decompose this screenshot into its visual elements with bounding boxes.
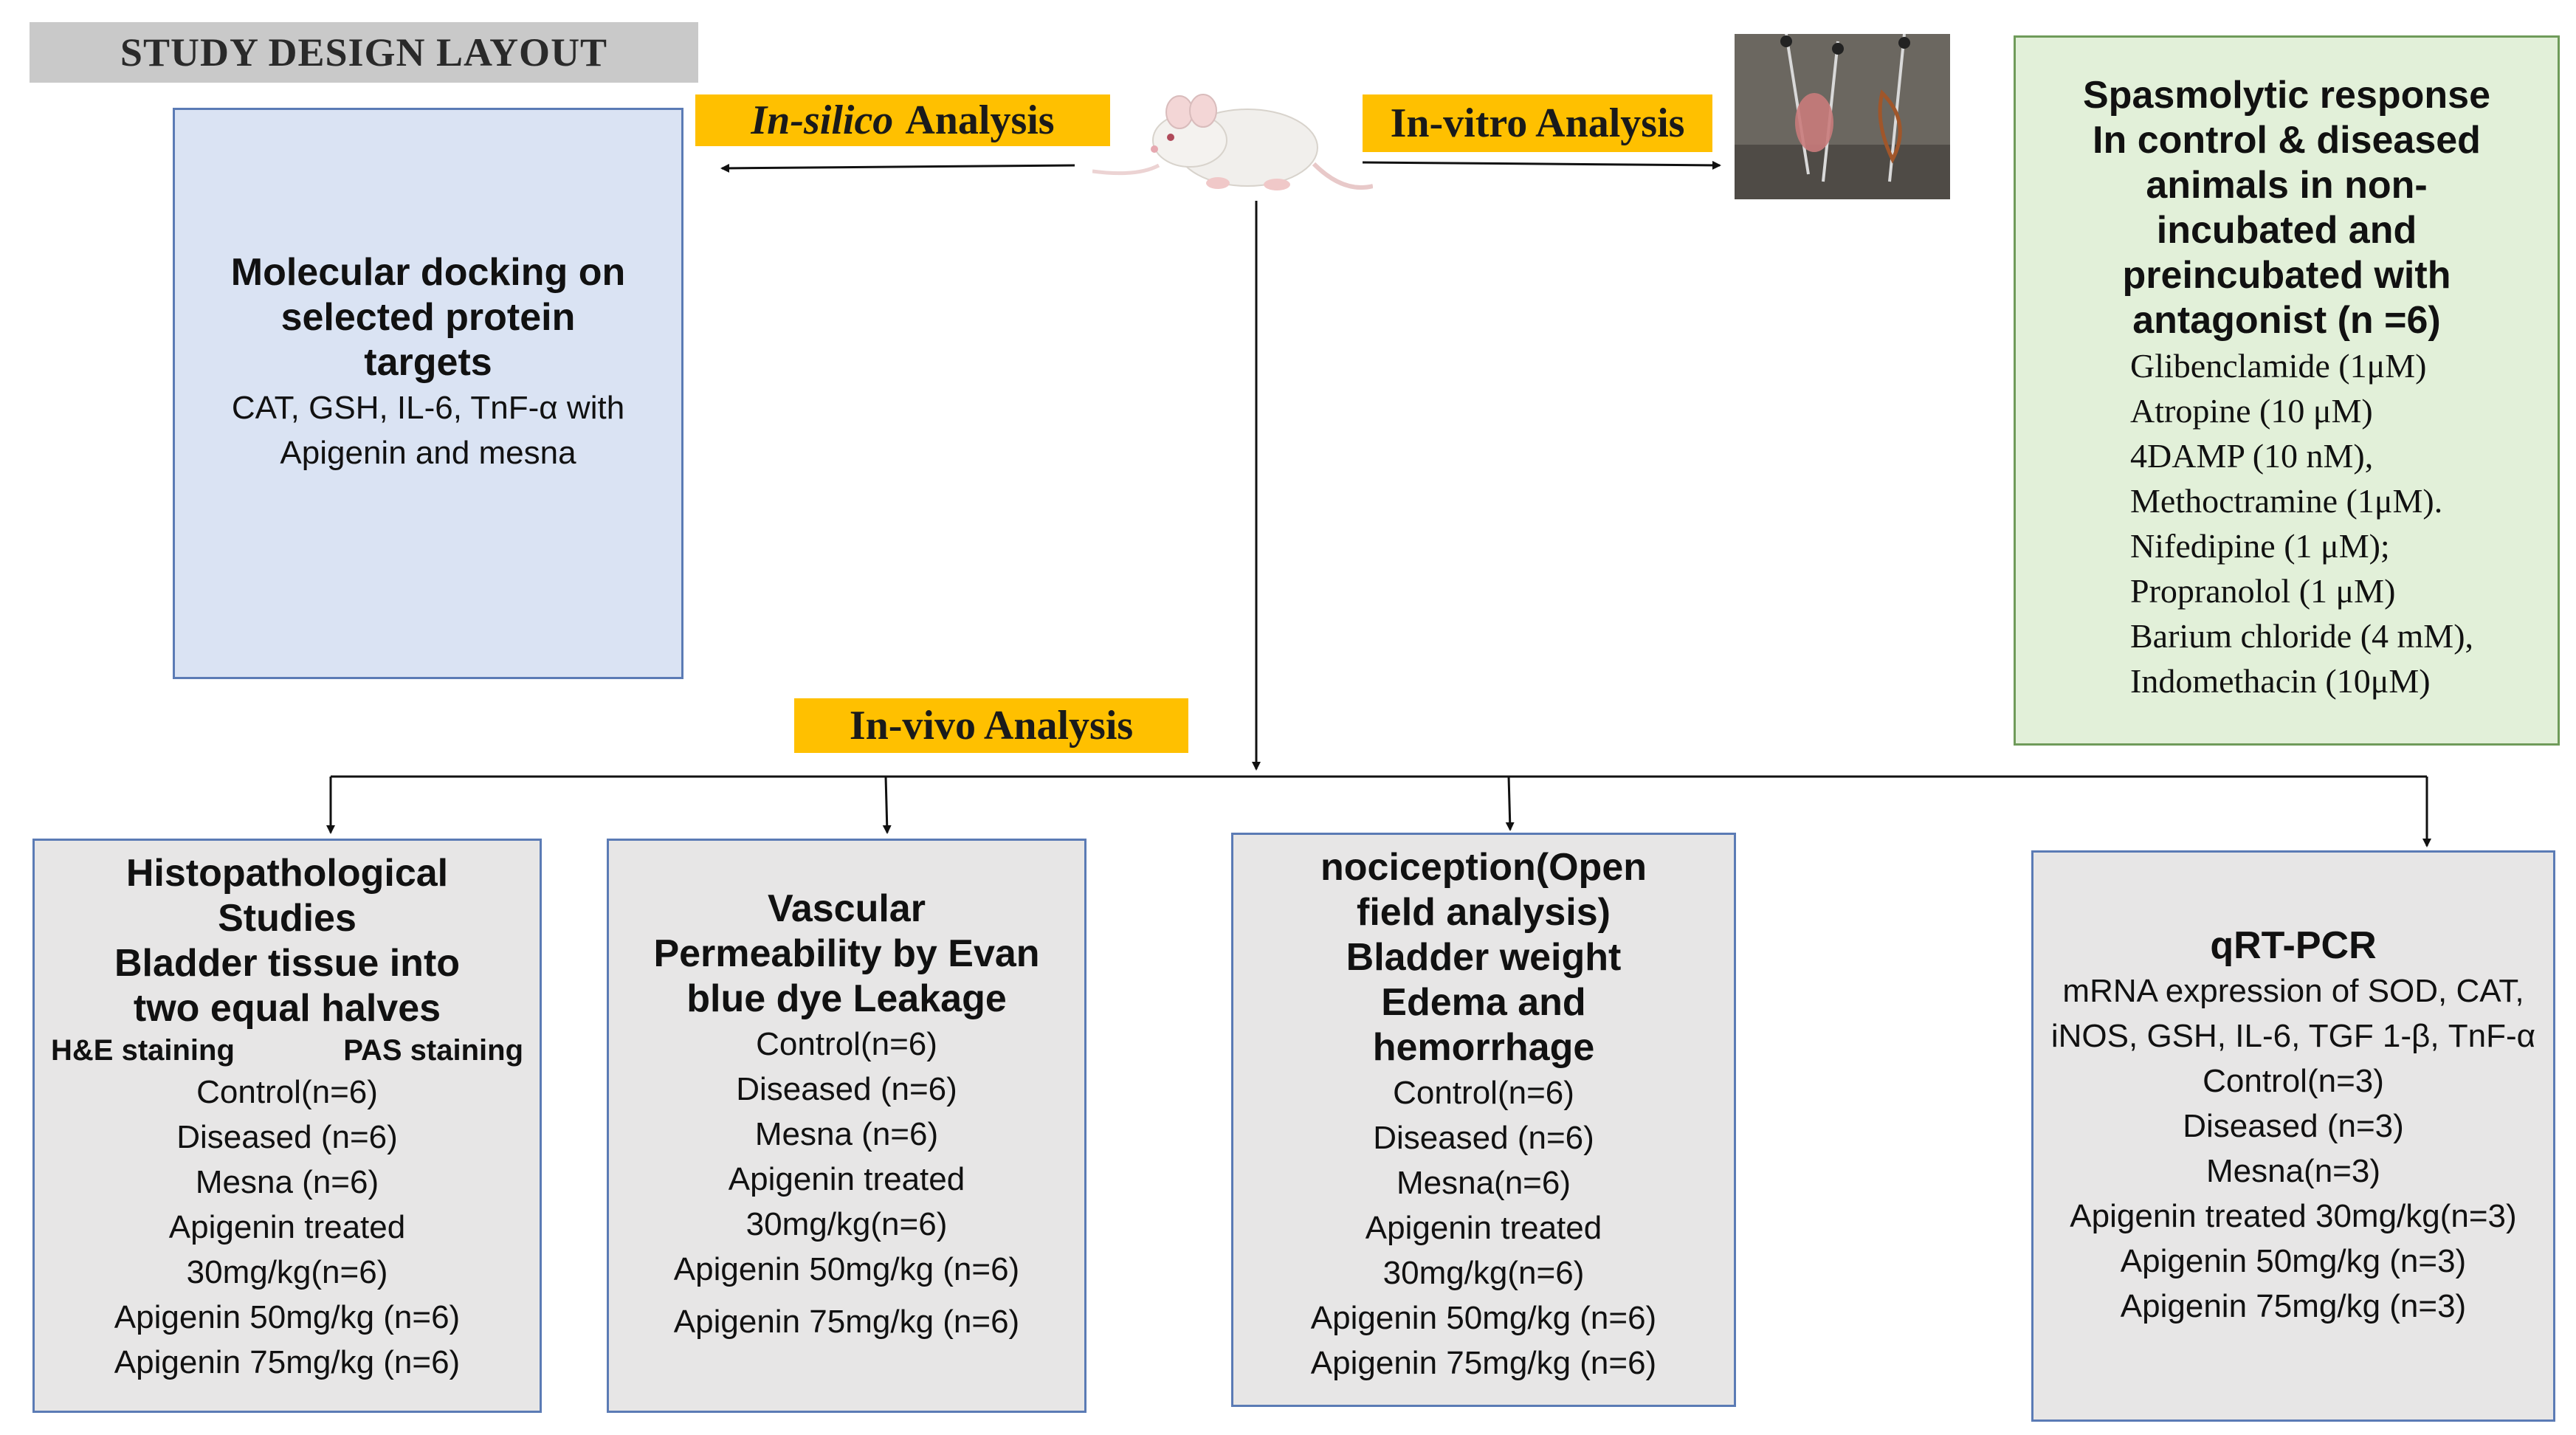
qrtpcr-line-8: Apigenin 75mg/kg (n=3) [2120,1288,2467,1324]
vascular-line-7: Apigenin 75mg/kg (n=6) [673,1304,1020,1340]
histo-line-5: 30mg/kg(n=6) [186,1254,388,1290]
nociception-box: nociception(Open field analysis) Bladder… [1231,833,1736,1407]
histo-line-3: Mesna (n=6) [195,1164,379,1200]
noci-line-6: Apigenin 50mg/kg (n=6) [1310,1300,1657,1336]
histo-line-2: Diseased (n=6) [176,1119,398,1155]
histo-line-7: Apigenin 75mg/kg (n=6) [114,1344,461,1380]
invitro-line-8: Indomethacin (10μM) [2130,662,2431,700]
noci-heading-4: Edema and [1381,981,1586,1024]
noci-line-5: 30mg/kg(n=6) [1382,1255,1585,1291]
vascular-line-1: Control(n=6) [756,1026,937,1062]
histo-staining-row: H&E staining PAS staining [35,1031,540,1070]
insilico-line-1: CAT, GSH, IL-6, TnF-α with [231,390,625,426]
noci-line-3: Mesna(n=6) [1396,1165,1571,1201]
qrtpcr-heading: qRT-PCR [2210,924,2377,967]
vascular-line-5: 30mg/kg(n=6) [745,1206,948,1242]
vascular-line-4: Apigenin treated [728,1161,965,1197]
insilico-line-2: Apigenin and mesna [280,435,576,471]
tag-invitro: In-vitro Analysis [1363,94,1712,152]
vascular-heading-3: blue dye Leakage [686,977,1007,1020]
tag-insilico: In-silico Analysis [695,94,1110,146]
noci-line-1: Control(n=6) [1393,1075,1574,1111]
invitro-line-6: Propranolol (1 μM) [2130,572,2396,610]
histo-line-6: Apigenin 50mg/kg (n=6) [114,1299,461,1335]
invitro-heading-5: preincubated with [2122,254,2451,297]
insilico-box: Molecular docking on selected protein ta… [173,108,683,679]
page-title: STUDY DESIGN LAYOUT [30,22,698,83]
insilico-heading-3: targets [364,341,492,384]
invitro-line-5: Nifedipine (1 μM); [2130,527,2390,565]
vascular-line-6: Apigenin 50mg/kg (n=6) [673,1251,1020,1287]
invitro-line-3: 4DAMP (10 nM), [2130,437,2374,475]
tag-insilico-rest: Analysis [905,97,1055,143]
noci-line-4: Apigenin treated [1365,1210,1602,1246]
arrow-to-vascular [882,776,892,834]
tag-invivo: In-vivo Analysis [794,698,1188,753]
arrow-to-invitro [1362,160,1721,170]
noci-line-2: Diseased (n=6) [1373,1120,1594,1156]
noci-heading-2: field analysis) [1357,891,1611,934]
invitro-heading-2: In control & diseased [2093,119,2481,162]
noci-line-7: Apigenin 75mg/kg (n=6) [1310,1345,1657,1381]
invitro-line-2: Atropine (10 μM) [2130,392,2373,430]
vascular-box: Vascular Permeability by Evan blue dye L… [607,839,1086,1413]
qrtpcr-line-6: Apigenin treated 30mg/kg(n=3) [2070,1198,2517,1234]
arrow-to-insilico [720,163,1075,173]
noci-heading-3: Bladder weight [1346,936,1622,979]
insilico-heading-2: selected protein [280,296,576,339]
histo-line-1: Control(n=6) [196,1074,378,1110]
pas-staining-label: PAS staining [343,1034,523,1067]
vascular-heading-2: Permeability by Evan [653,932,1040,975]
histo-heading-3: Bladder tissue into [114,942,461,985]
organ-bath-photo [1735,34,1950,199]
qrtpcr-line-7: Apigenin 50mg/kg (n=3) [2120,1243,2467,1279]
histo-line-4: Apigenin treated [168,1209,406,1245]
vascular-line-3: Mesna (n=6) [754,1116,939,1152]
rat-icon [1092,94,1373,190]
invitro-heading-4: incubated and [2156,209,2417,252]
invitro-box: Spasmolytic response In control & diseas… [2014,35,2560,746]
qrtpcr-line-5: Mesna(n=3) [2205,1153,2380,1189]
invitro-line-1: Glibenclamide (1μM) [2130,347,2427,385]
vascular-heading-1: Vascular [768,887,926,930]
vascular-line-2: Diseased (n=6) [736,1071,957,1107]
qrtpcr-line-1: mRNA expression of SOD, CAT, [2062,973,2524,1009]
noci-heading-1: nociception(Open [1320,846,1647,889]
tag-insilico-italic: In-silico [751,97,894,143]
qrtpcr-line-2: iNOS, GSH, IL-6, TGF 1-β, TnF-α [2050,1018,2536,1054]
histo-heading-2: Studies [218,897,357,940]
he-staining-label: H&E staining [51,1034,235,1067]
invitro-line-7: Barium chloride (4 mM), [2130,617,2474,655]
qrtpcr-line-3: Control(n=3) [2203,1063,2384,1099]
histo-heading-1: Histopathological [125,852,449,895]
invitro-line-4: Methoctramine (1μM). [2130,482,2443,520]
invitro-heading-1: Spasmolytic response [2083,74,2490,117]
insilico-heading-1: Molecular docking on [230,251,626,294]
noci-heading-5: hemorrhage [1372,1026,1595,1069]
qrtpcr-box: qRT-PCR mRNA expression of SOD, CAT, iNO… [2031,850,2555,1422]
invitro-heading-3: animals in non- [2146,164,2428,207]
qrtpcr-line-4: Diseased (n=3) [2183,1108,2404,1144]
invitro-heading-6: antagonist (n =6) [2132,299,2441,342]
histopathology-box: Histopathological Studies Bladder tissue… [32,839,542,1413]
arrow-to-nociception [1505,776,1515,831]
histo-heading-4: two equal halves [133,987,441,1030]
